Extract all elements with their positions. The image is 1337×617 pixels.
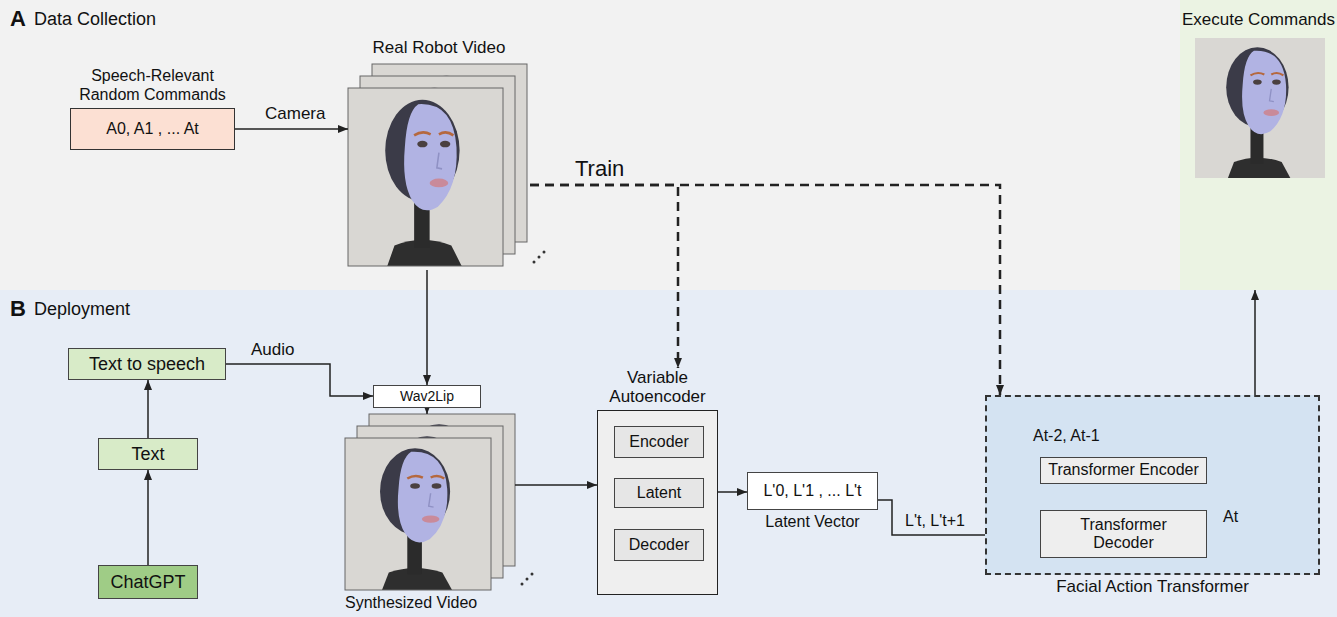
heading-label: Data Collection <box>34 9 156 30</box>
vector-box: L'0, L'1 , ... L'tLatent Vector <box>747 472 878 510</box>
edge-label: L't, L't+1 <box>902 512 968 530</box>
model-box: Facial Action TransformerTransformer Enc… <box>985 395 1320 575</box>
connector <box>530 185 678 368</box>
result-panel: Execute Commands <box>1180 0 1337 290</box>
connector <box>530 185 1000 395</box>
video-stack: Real Robot Video <box>348 64 530 270</box>
more-dots <box>543 251 546 254</box>
frame-border <box>345 438 491 590</box>
command-box: Speech-Relevant Random CommandsA0, A1 , … <box>70 108 235 150</box>
box-label: Transformer Decoder <box>1069 516 1179 553</box>
box-label: A0, A1 , ... At <box>106 120 199 138</box>
process-box: Transformer Decoder <box>1040 510 1207 558</box>
edge-label: Audio <box>248 340 297 360</box>
more-dots <box>538 256 541 259</box>
panel-ground <box>0 0 1180 290</box>
connector <box>235 128 348 130</box>
video-frame <box>345 438 491 590</box>
video-frame <box>348 88 503 266</box>
process-box: Wav2Lip <box>373 385 481 408</box>
heading-label: Execute Commands <box>1180 10 1337 30</box>
process-box: Latent <box>614 478 704 508</box>
section-panel: A Data CollectionSpeech-Relevant Random C… <box>0 0 1180 290</box>
panel-ground <box>1180 0 1337 290</box>
process-box: ChatGPT <box>98 565 198 599</box>
box-label: ChatGPT <box>110 572 185 593</box>
process-box: Decoder <box>614 529 704 561</box>
heading-label: Latent Vector <box>765 513 859 531</box>
box-label: Encoder <box>629 433 689 451</box>
process-box: Text to speech <box>68 348 226 380</box>
box-label: Text to speech <box>89 354 205 375</box>
connector <box>426 270 428 385</box>
connector <box>147 470 149 565</box>
heading-label: A <box>10 6 26 31</box>
box-label: Latent <box>637 484 681 502</box>
heading-label: Variable Autoencoder <box>598 368 718 407</box>
heading-label: Real Robot Video <box>373 38 506 58</box>
heading-label: Facial Action Transformer <box>1056 577 1249 597</box>
box-label: Transformer Encoder <box>1048 461 1199 479</box>
box-label: Text <box>131 444 164 465</box>
edge-label: At-2, At-1 <box>1030 427 1103 445</box>
model-box: Variable AutoencoderEncoderLatentDecoder <box>597 410 718 595</box>
box-label: L'0, L'1 , ... L't <box>763 482 861 500</box>
connector <box>515 484 597 486</box>
process-box: Text <box>98 438 198 470</box>
panel-ground <box>0 290 1337 617</box>
connector <box>147 380 149 438</box>
process-box: Transformer Encoder <box>1040 457 1207 484</box>
edge-label: Camera <box>262 104 328 124</box>
heading-label: Synthesized Video <box>345 594 477 612</box>
edge-label: Train <box>572 156 627 181</box>
heading-label: B <box>10 296 26 321</box>
frame-border <box>348 88 503 266</box>
section-panel: B DeploymentText to speechTextChatGPT Wav2… <box>0 290 1337 617</box>
more-dots <box>521 583 524 586</box>
more-dots <box>531 573 534 576</box>
box-label: Decoder <box>629 536 689 554</box>
more-dots <box>533 261 536 264</box>
process-box: Encoder <box>614 426 704 458</box>
video-stack: Synthesized Video <box>345 414 515 590</box>
robot-photo <box>1195 38 1325 178</box>
connector <box>426 408 428 414</box>
edge-label: At <box>1220 508 1241 526</box>
heading-label: Deployment <box>34 299 130 320</box>
heading-label: Speech-Relevant Random Commands <box>70 67 235 104</box>
box-label: Wav2Lip <box>400 388 454 404</box>
more-dots <box>526 578 529 581</box>
connector <box>226 364 373 396</box>
